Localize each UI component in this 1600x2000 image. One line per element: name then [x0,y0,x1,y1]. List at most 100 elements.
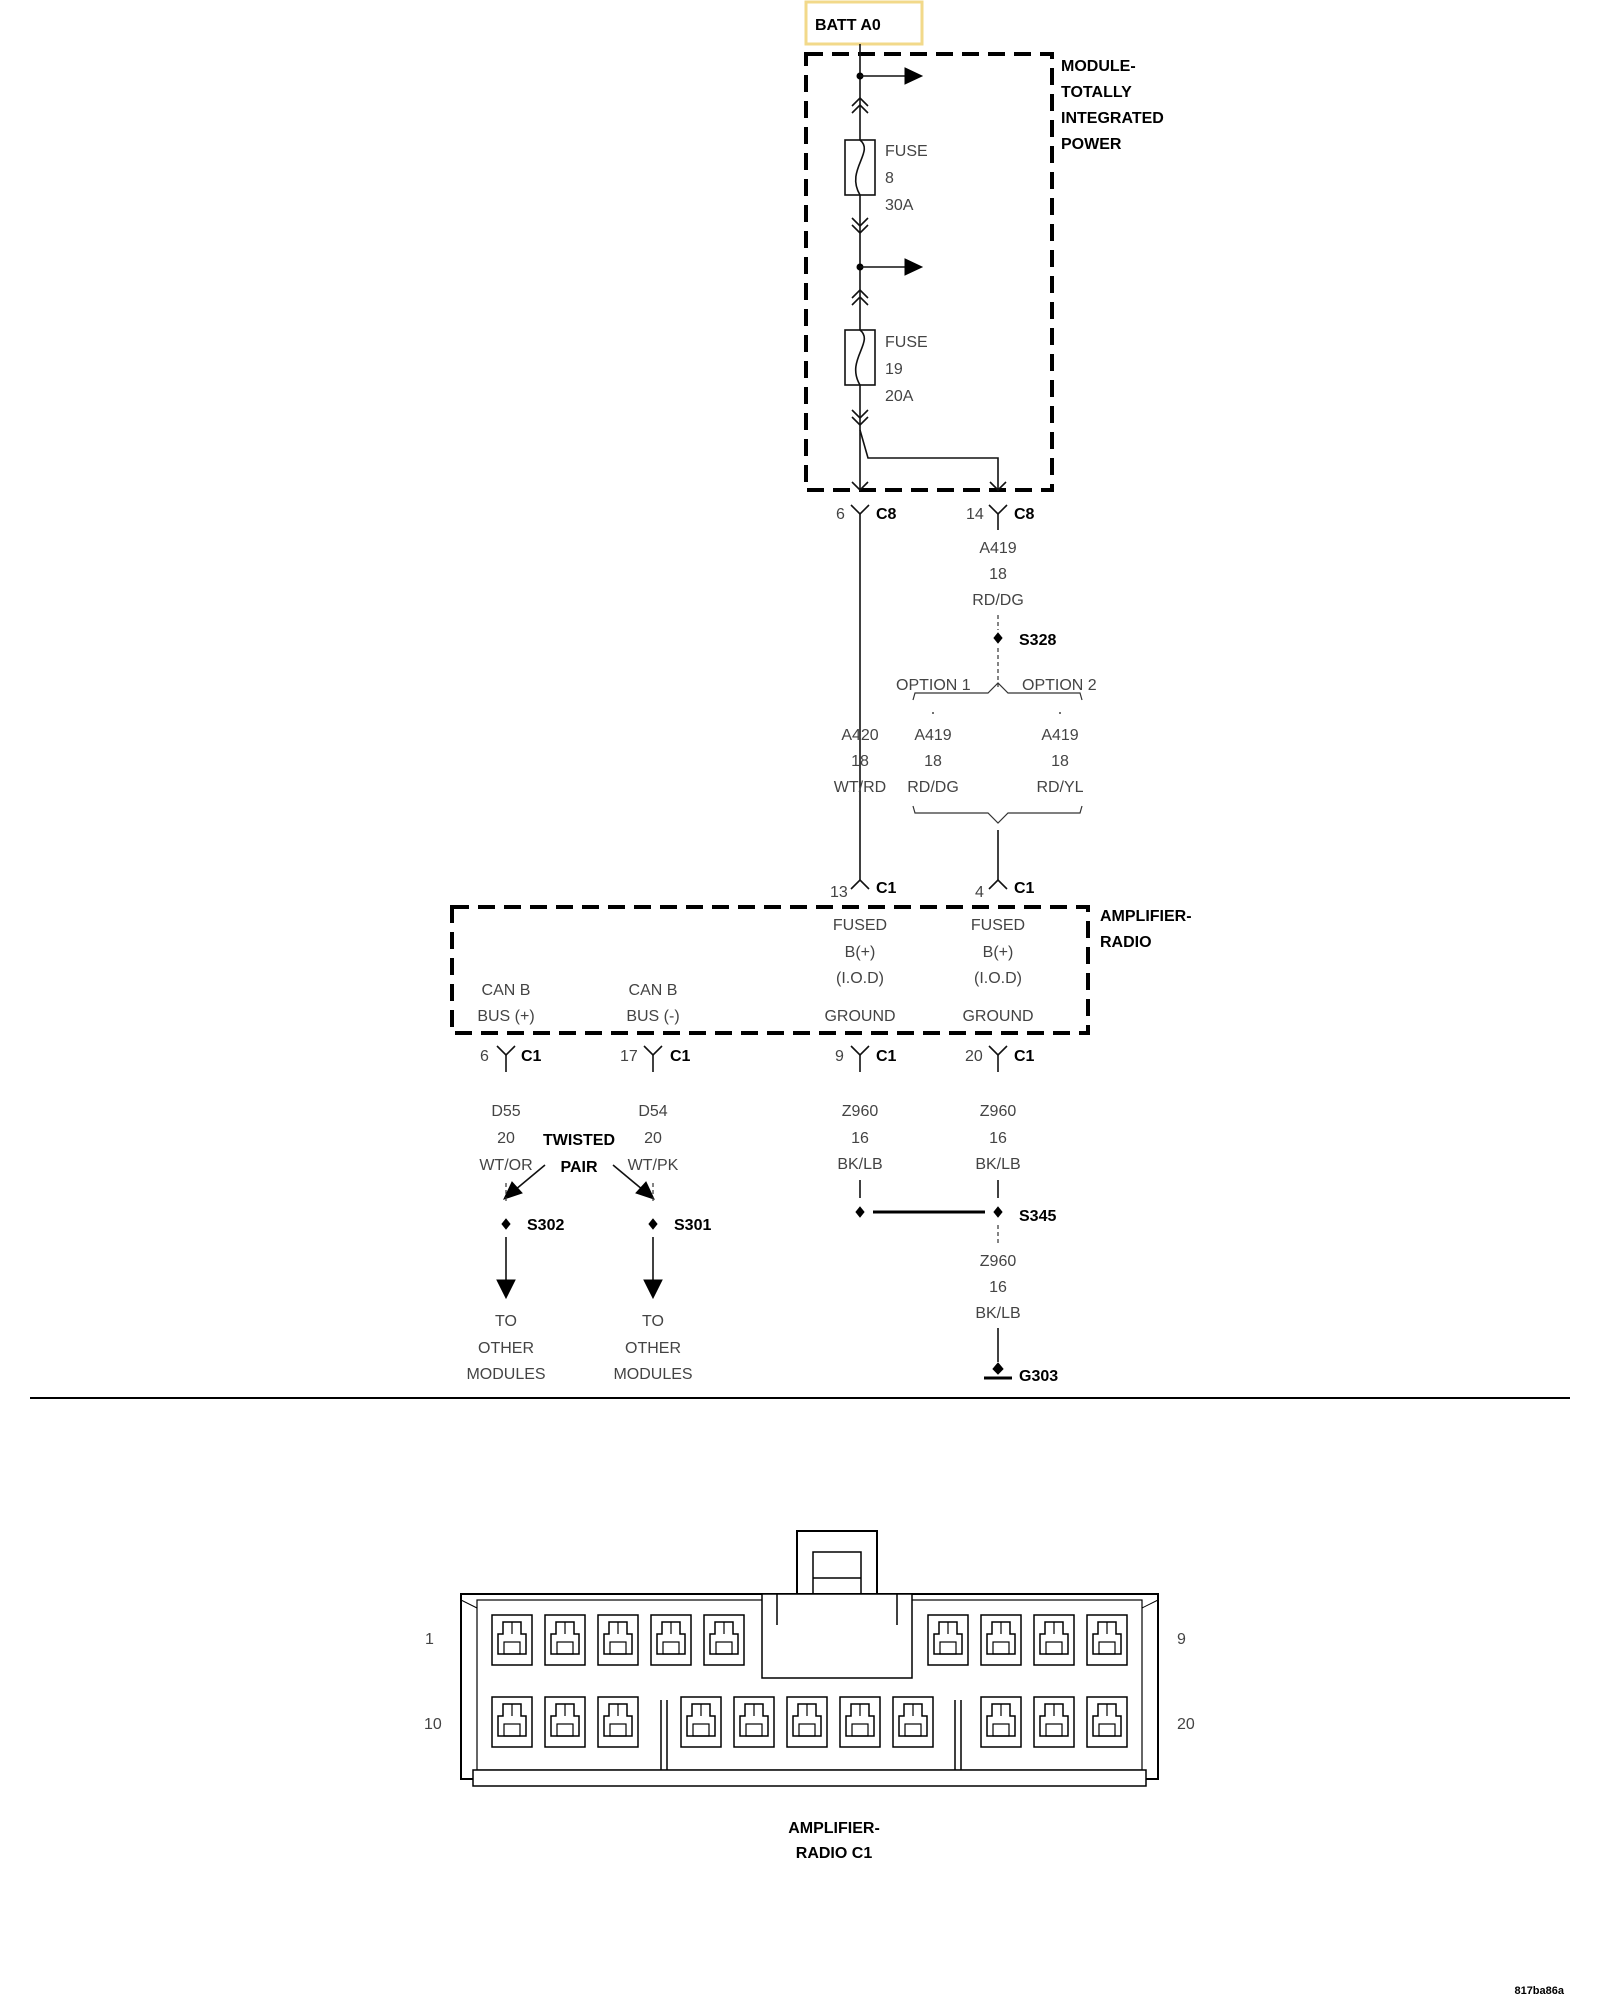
splice-s301-label: S301 [674,1217,711,1234]
canb-pos-line-1: CAN B [482,982,531,999]
ground-g303-label: G303 [1019,1368,1058,1385]
wire-z960-1-gauge: 16 [851,1130,869,1147]
twisted-pair-pointer-left [514,1164,546,1191]
terminal-cavity [1033,1614,1075,1666]
wire-d54-id: D54 [638,1103,667,1120]
terminal-cavity [597,1614,639,1666]
wire-z960-1-id: Z960 [842,1103,879,1120]
wire-z960-1-color: BK/LB [837,1156,882,1173]
wire-z960-3-gauge: 16 [989,1279,1007,1296]
c1-bottom-pin-20 [988,1045,1008,1072]
ground-2-label: GROUND [962,1008,1033,1025]
c1-bottom-pin-17 [643,1045,663,1072]
option-1-label: OPTION 1 [896,677,971,694]
terminal-cavity [650,1614,692,1666]
terminal-cavity [1033,1696,1075,1748]
arrow-down-icon [643,1279,663,1300]
chevron-icon [851,96,869,107]
connector-icon [850,878,870,890]
wire-d55-color: WT/OR [479,1157,532,1174]
batt-source-box [804,0,924,46]
c8-name-2: C8 [1014,506,1035,523]
option-2-label: OPTION 2 [1022,677,1097,694]
ground-1-label: GROUND [824,1008,895,1025]
wire-z960-2-color: BK/LB [975,1156,1020,1173]
arrow-down-icon [496,1279,516,1300]
fuse-8-icon [844,139,876,196]
terminal-cavity [491,1696,533,1748]
c1-top-name-1: C1 [876,880,897,897]
terminal-cavity [786,1696,828,1748]
to-modules-1-line-1: TO [495,1313,517,1330]
fuse-8-element [854,139,866,196]
c1-pin-20: 20 [965,1048,983,1065]
terminal-cavity [839,1696,881,1748]
c8-name-1: C8 [876,506,897,523]
pin-label-9: 9 [1177,1631,1186,1648]
wire-to-c8-14 [859,429,999,490]
chevron-icon [989,481,1007,492]
splice-s345-label: S345 [1019,1208,1056,1225]
c1-bottom-pin-9 [850,1045,870,1072]
fuse-19-icon [844,329,876,386]
option-bracket-bottom [912,805,1083,824]
tipm-label-2: TOTALLY [1061,84,1132,101]
canb-neg-line-2: BUS (-) [626,1008,679,1025]
wire-a419-opt1-gauge: 18 [924,753,942,770]
wire-a420-id: A420 [841,727,878,744]
terminal-cavity [980,1614,1022,1666]
fuse-19-label-3: 20A [885,388,914,405]
connector-icon [850,504,870,516]
c1-bottom-name-3: C1 [876,1048,897,1065]
dot [1059,712,1061,714]
splice-s328-icon [993,632,1003,644]
wire-a419-top-gauge: 18 [989,566,1007,583]
chevron-icon [851,288,869,299]
terminal-cavity [1086,1614,1128,1666]
c1-pin-17: 17 [620,1048,638,1065]
canb-neg-line-1: CAN B [629,982,678,999]
splice-s328-label: S328 [1019,632,1056,649]
chevron-icon [851,103,869,114]
terminal-cavity [680,1696,722,1748]
chevron-icon [851,217,869,228]
chevron-icon [851,224,869,235]
fuse-19-element [854,329,866,386]
amp-radio-label-1: AMPLIFIER- [1100,908,1192,925]
fused-2-line-2: B(+) [983,944,1014,961]
wire-d54-color: WT/PK [628,1157,679,1174]
pin-label-20: 20 [1177,1716,1195,1733]
wire-d55-id: D55 [491,1103,520,1120]
fused-1-line-3: (I.O.D) [836,970,884,987]
wire-a419-opt2-id: A419 [1041,727,1078,744]
c1-bottom-name-2: C1 [670,1048,691,1065]
fused-2-line-3: (I.O.D) [974,970,1022,987]
chevron-icon [851,295,869,306]
to-modules-1-line-2: OTHER [478,1340,534,1357]
dot [932,712,934,714]
amplifier-radio-box [450,905,1090,1035]
chevron-icon [851,409,869,420]
c1-pin-6: 6 [480,1048,489,1065]
to-modules-2-line-1: TO [642,1313,664,1330]
chevron-icon [851,416,869,427]
pin-label-1: 1 [425,1631,434,1648]
fuse-19-label-1: FUSE [885,334,928,351]
terminal-cavity [491,1614,533,1666]
wire-z960-3-color: BK/LB [975,1305,1020,1322]
c8-pin-14: 14 [966,506,984,523]
twisted-pair-pointer-right [612,1164,644,1191]
fuse-19-label-2: 19 [885,361,903,378]
connector-title-1: AMPLIFIER- [788,1820,880,1837]
wire-a420-gauge: 18 [851,753,869,770]
c1-bottom-name-4: C1 [1014,1048,1035,1065]
fused-2-line-1: FUSED [971,917,1025,934]
terminal-cavity [892,1696,934,1748]
branch-arrow-1 [904,67,924,85]
fused-1-line-2: B(+) [845,944,876,961]
arrow-right-icon [635,1181,655,1200]
terminal-cavity [703,1614,745,1666]
splice-s301-icon [648,1218,658,1230]
c1-pin-4: 4 [975,884,984,901]
wire-a419-opt1-id: A419 [914,727,951,744]
